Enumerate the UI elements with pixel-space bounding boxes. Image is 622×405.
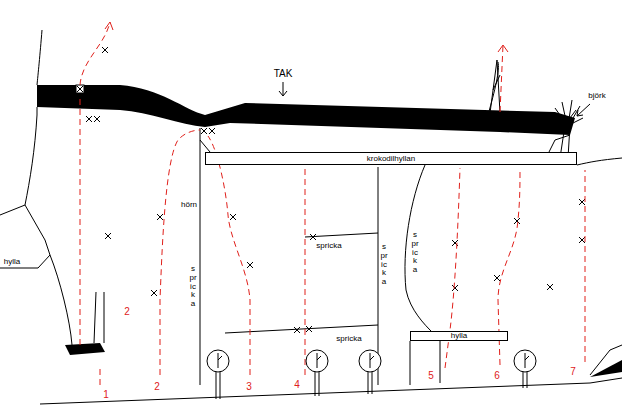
rock-outline — [225, 325, 378, 333]
rock-outline — [200, 140, 210, 152]
shelf-label: krokodilhyllan — [367, 155, 415, 163]
rock-outline — [378, 167, 379, 385]
rock-outline — [0, 107, 37, 215]
rock-outline — [0, 30, 622, 404]
route-arrowheads — [105, 22, 113, 30]
roof-bush — [488, 60, 500, 115]
rock-outline — [305, 233, 378, 237]
route-number: 2 — [123, 306, 131, 317]
route-arrowheads — [498, 45, 508, 52]
rock-outline — [50, 255, 72, 345]
feature-label: TAK — [273, 68, 294, 79]
feature-label: hörn — [180, 201, 198, 210]
crack-label: spricka — [380, 243, 388, 287]
route-number: 4 — [293, 379, 301, 390]
rock-fill — [590, 360, 622, 377]
route-arrowheads — [105, 22, 508, 52]
rock-outline — [40, 378, 622, 404]
rock-fill — [65, 343, 622, 377]
shelf-band: krokodilhyllan — [205, 152, 577, 165]
route-number: 2 — [153, 381, 161, 392]
rock-outline — [37, 30, 42, 85]
roof-bush — [488, 60, 500, 115]
crack-label: spricka — [411, 231, 419, 275]
route-number: 3 — [245, 381, 253, 392]
route-lines — [498, 45, 520, 365]
rock-outline — [577, 158, 622, 165]
route-lines — [208, 136, 250, 375]
rock-fill — [65, 343, 105, 355]
route-number: 7 — [569, 366, 577, 377]
route-lines — [160, 130, 200, 375]
bolt-marks — [76, 47, 585, 333]
rock-outline — [200, 128, 201, 385]
shelf-label: hylla — [451, 332, 467, 340]
feature-label: hylla — [3, 258, 21, 267]
tree-symbols — [207, 350, 536, 399]
feature-label: spricka — [315, 242, 342, 251]
route-lines — [585, 170, 586, 362]
route-lines — [80, 22, 585, 385]
rock-outline — [0, 255, 50, 268]
route-number: 5 — [427, 370, 435, 381]
bolt-marks — [76, 85, 84, 93]
ledge-box: hylla — [410, 331, 508, 341]
birch-tree — [552, 100, 590, 158]
roof-band — [279, 82, 287, 96]
rock-outline — [410, 336, 440, 385]
rock-outline — [25, 205, 50, 255]
crack-label: spricka — [189, 265, 197, 309]
route-lines — [305, 168, 306, 375]
rock-outline — [405, 165, 432, 332]
route-lines — [80, 22, 110, 385]
birch-tree — [577, 104, 590, 116]
feature-label: spricka — [335, 335, 362, 344]
route-number: 1 — [102, 389, 110, 400]
feature-label: björk — [587, 92, 606, 101]
route-number: 6 — [493, 370, 501, 381]
birch-tree — [552, 100, 583, 125]
bolt-marks — [77, 86, 83, 92]
rock-outline — [94, 292, 104, 343]
tree-symbols — [216, 353, 529, 399]
